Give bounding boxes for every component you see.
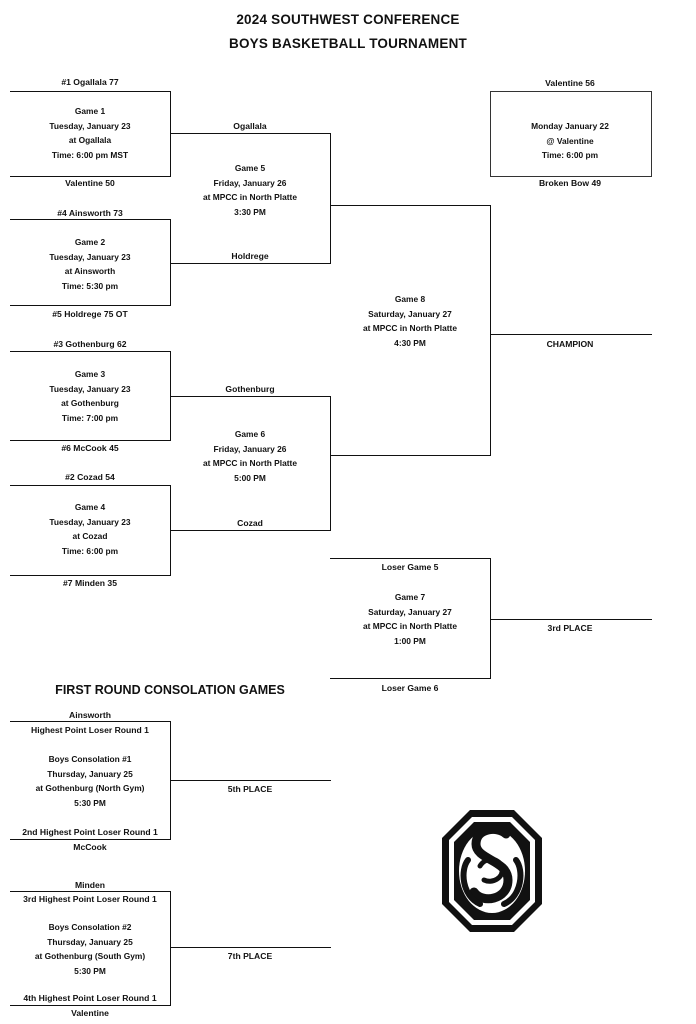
third-place-line [490,619,652,621]
game2-top-line [10,219,171,221]
game2-bottom-team: #5 Holdrege 75 OT [52,309,128,319]
game5-winner-line [330,205,491,207]
page-subtitle: BOYS BASKETBALL TOURNAMENT [229,36,467,51]
cons2-info: Boys Consolation #2 Thursday, January 25… [34,922,146,976]
game4-winner: Cozad [237,518,263,528]
game7-bottom-line [330,678,491,680]
cons1-top-seed: Highest Point Loser Round 1 [31,725,149,735]
cons2-top-seed: 3rd Highest Point Loser Round 1 [23,894,157,904]
game3-winner: Gothenburg [225,384,275,394]
page-title: 2024 SOUTHWEST CONFERENCE [236,12,460,27]
fifth-place-label: 5th PLACE [227,784,273,794]
cons1-result-line [170,780,331,782]
play-in-box [490,91,652,177]
game1-top-line [10,91,171,93]
game7-info: Game 7 Saturday, January 27 at MPCC in N… [363,592,457,646]
game7-top-team: Loser Game 5 [381,562,439,572]
game8-info: Game 8 Saturday, January 27 at MPCC in N… [363,294,457,348]
game4-winner-line [170,530,331,532]
game2-info: Game 2 Tuesday, January 23 at Ainsworth … [49,237,131,291]
game1-top-team: #1 Ogallala 77 [61,77,119,87]
game2-bottom-line [10,305,171,307]
game4-top-team: #2 Cozad 54 [65,472,115,482]
game6-info: Game 6 Friday, January 26 at MPCC in Nor… [203,429,297,483]
seventh-place-label: 7th PLACE [227,951,273,961]
game6-vertical-line [330,396,332,531]
cons1-bottom-line [10,839,171,841]
cons2-vertical-line [170,891,172,1006]
game3-bottom-team: #6 McCook 45 [61,443,119,453]
game5-info: Game 5 Friday, January 26 at MPCC in Nor… [203,163,297,217]
play-in-top-team: Valentine 56 [545,78,595,88]
game5-vertical-line [330,133,332,264]
cons1-top-team: Ainsworth [68,710,112,720]
cons2-bottom-line [10,1005,171,1007]
game4-top-line [10,485,171,487]
cons1-info: Boys Consolation #1 Thursday, January 25… [35,754,145,808]
game4-bottom-line [10,575,171,577]
game4-bottom-team: #7 Minden 35 [63,578,117,588]
game2-vertical-line [170,219,172,306]
conference-logo-icon [442,810,542,932]
game2-winner: Holdrege [231,251,269,261]
cons1-bottom-seed: 2nd Highest Point Loser Round 1 [22,827,158,837]
play-in-info: Monday January 22 @ Valentine Time: 6:00… [531,121,609,160]
cons2-bottom-seed: 4th Highest Point Loser Round 1 [23,993,157,1003]
game3-bottom-line [10,440,171,442]
cons2-top-team: Minden [74,880,106,890]
champion-line [490,334,652,336]
game1-winner: Ogallala [233,121,267,131]
game1-bottom-team: Valentine 50 [65,178,115,188]
consolation-title: FIRST ROUND CONSOLATION GAMES [55,683,285,697]
game1-bottom-line [10,176,171,178]
game7-vertical-line [490,558,492,679]
cons2-result-line [170,947,331,949]
game2-top-team: #4 Ainsworth 73 [57,208,123,218]
game4-info: Game 4 Tuesday, January 23 at Cozad Time… [49,502,131,556]
game6-winner-line [330,455,491,457]
game7-top-line [330,558,491,560]
third-place-label: 3rd PLACE [547,623,593,633]
cons2-top-line [10,891,171,893]
play-in-bottom-team: Broken Bow 49 [538,178,602,188]
game3-winner-line [170,396,331,398]
cons2-bottom-team: Valentine [71,1008,109,1018]
game2-winner-line [170,263,331,265]
game1-winner-line [170,133,331,135]
game3-top-line [10,351,171,353]
game7-bottom-team: Loser Game 6 [381,683,439,693]
game3-top-team: #3 Gothenburg 62 [53,339,127,349]
champion-label: CHAMPION [546,339,594,349]
game3-info: Game 3 Tuesday, January 23 at Gothenburg… [49,369,131,423]
cons1-bottom-team: McCook [73,842,107,852]
game1-info: Game 1 Tuesday, January 23 at Ogallala T… [49,106,131,160]
game8-vertical-line [490,205,492,456]
cons1-top-line [10,721,171,723]
